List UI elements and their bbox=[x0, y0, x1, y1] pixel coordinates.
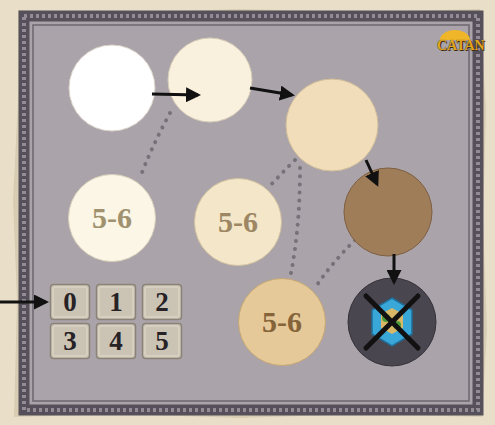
tile-shape bbox=[97, 285, 136, 320]
roll-circle-shape bbox=[195, 179, 282, 266]
tile-shape bbox=[51, 324, 90, 359]
roll-range: 5-6 bbox=[262, 307, 302, 337]
tile-number: 3 bbox=[63, 328, 77, 355]
dotted-path bbox=[290, 168, 300, 278]
number-tile: 2 bbox=[142, 284, 182, 320]
roll-range: 5-6 bbox=[218, 207, 258, 237]
track-circle bbox=[69, 45, 155, 131]
parchment-edge bbox=[13, 9, 487, 418]
roll-range: 5-6 bbox=[92, 203, 132, 233]
tile-number: 0 bbox=[63, 289, 77, 316]
number-tile: 4 bbox=[96, 323, 136, 359]
dotted-path bbox=[140, 113, 170, 178]
roll-circle: 5-6 bbox=[194, 178, 282, 266]
track-circle bbox=[286, 79, 378, 171]
tile-number: 1 bbox=[109, 289, 123, 316]
tile-shape bbox=[143, 285, 182, 320]
number-tile: 1 bbox=[96, 284, 136, 320]
track-circle bbox=[344, 168, 432, 256]
tile-bevel bbox=[53, 287, 87, 317]
pointer-arrow bbox=[0, 301, 46, 304]
logo-text: CATAN bbox=[437, 38, 485, 54]
tile-bevel bbox=[99, 326, 133, 356]
tile-bevel bbox=[53, 326, 87, 356]
cross-mark bbox=[366, 296, 418, 348]
dotted-path bbox=[315, 240, 355, 288]
inner-border bbox=[33, 25, 469, 401]
tile-number: 2 bbox=[155, 289, 169, 316]
tile-bevel bbox=[145, 326, 179, 356]
flow-arrow bbox=[152, 94, 198, 95]
tile-shape bbox=[51, 285, 90, 320]
roll-circle-shape bbox=[69, 175, 156, 262]
number-tile: 3 bbox=[50, 323, 90, 359]
track-circle bbox=[168, 38, 252, 122]
tile-shape bbox=[97, 324, 136, 359]
tile-shape bbox=[143, 324, 182, 359]
board-panel bbox=[24, 16, 478, 410]
number-tile: 0 bbox=[50, 284, 90, 320]
track-circle bbox=[348, 278, 436, 366]
dotted-path bbox=[268, 160, 295, 188]
braided-border bbox=[24, 16, 478, 410]
flow-arrow bbox=[250, 88, 292, 95]
flow-arrow bbox=[393, 254, 396, 282]
roll-circle-shape bbox=[239, 279, 326, 366]
flow-arrow bbox=[366, 160, 377, 184]
roll-circle: 5-6 bbox=[238, 278, 326, 366]
number-tile: 5 bbox=[142, 323, 182, 359]
tile-number: 5 bbox=[155, 328, 169, 355]
tile-number: 4 bbox=[109, 328, 123, 355]
tile-bevel bbox=[99, 287, 133, 317]
tile-bevel bbox=[145, 287, 179, 317]
cross-mark bbox=[366, 296, 418, 348]
roll-circle: 5-6 bbox=[68, 174, 156, 262]
